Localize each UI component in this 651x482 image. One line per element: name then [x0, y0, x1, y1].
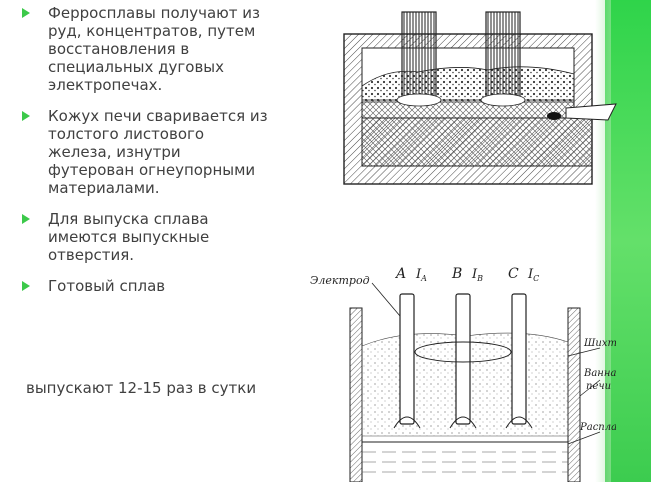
- bath-label-1: Ванна: [583, 368, 616, 379]
- accent-bar: [595, 0, 651, 482]
- bullet-arrow-icon: [22, 8, 30, 18]
- bullet-1: Ферросплавы получают из руд, концентрато…: [22, 4, 312, 94]
- bullet-3-line-3: отверстия.: [48, 246, 135, 264]
- bullet-2-line-4: футерован огнеупорными: [48, 161, 256, 179]
- phase-label-b: B: [451, 266, 462, 282]
- current-subscript-a: A: [420, 274, 427, 283]
- bullet-2-line-3: железа, изнутри: [48, 143, 181, 161]
- current-subscript-b: B: [476, 274, 483, 283]
- melt-label: Расплав: [579, 422, 616, 433]
- bullet-arrow-icon: [22, 281, 30, 291]
- electrode-label: Электрод: [310, 274, 370, 287]
- phase-label-a: A: [394, 266, 406, 282]
- current-symbol-b: I: [471, 267, 478, 282]
- bullet-1-line-4: специальных дуговых: [48, 58, 225, 76]
- bullet-1-line-2: руд, концентратов, путем: [48, 22, 256, 40]
- arc-furnace-diagram: Электрод A B C IA IB IC Шихта Ванна печи…: [310, 266, 616, 482]
- bath-label-2: печи: [586, 381, 611, 392]
- current-label-a: IA: [415, 267, 427, 283]
- bullet-3-line-1: Для выпуска сплава: [48, 210, 209, 228]
- current-subscript-c: C: [533, 274, 539, 283]
- bullet-1-line-1: Ферросплавы получают из: [48, 4, 261, 22]
- bullet-2-line-5: материалами.: [48, 179, 160, 197]
- bullet-list: Ферросплавы получают из руд, концентрато…: [22, 4, 312, 308]
- bullet-1-line-3: восстановления в: [48, 40, 190, 58]
- current-symbol-c: I: [527, 267, 534, 282]
- current-label-b: IB: [471, 267, 483, 283]
- bullet-arrow-icon: [22, 111, 30, 121]
- bullet-2-line-1: Кожух печи сваривается из: [48, 107, 268, 125]
- tail-text: выпускают 12-15 раз в сутки: [26, 379, 257, 397]
- bullet-2: Кожух печи сваривается из толстого листо…: [22, 107, 312, 197]
- bullet-1-line-5: электропечах.: [48, 76, 163, 94]
- furnace-section-diagram: [343, 11, 617, 185]
- charge-label: Шихта: [583, 338, 616, 349]
- bullet-4: Готовый сплав: [22, 277, 312, 295]
- phase-label-c: C: [508, 266, 519, 282]
- bullet-2-line-2: толстого листового: [48, 125, 205, 143]
- bullet-3: Для выпуска сплава имеются выпускные отв…: [22, 210, 312, 264]
- bullet-3-line-2: имеются выпускные: [48, 228, 210, 246]
- current-label-c: IC: [527, 267, 539, 283]
- bullet-arrow-icon: [22, 214, 30, 224]
- current-symbol-a: I: [415, 267, 422, 282]
- bullet-4-line-1: Готовый сплав: [48, 277, 166, 295]
